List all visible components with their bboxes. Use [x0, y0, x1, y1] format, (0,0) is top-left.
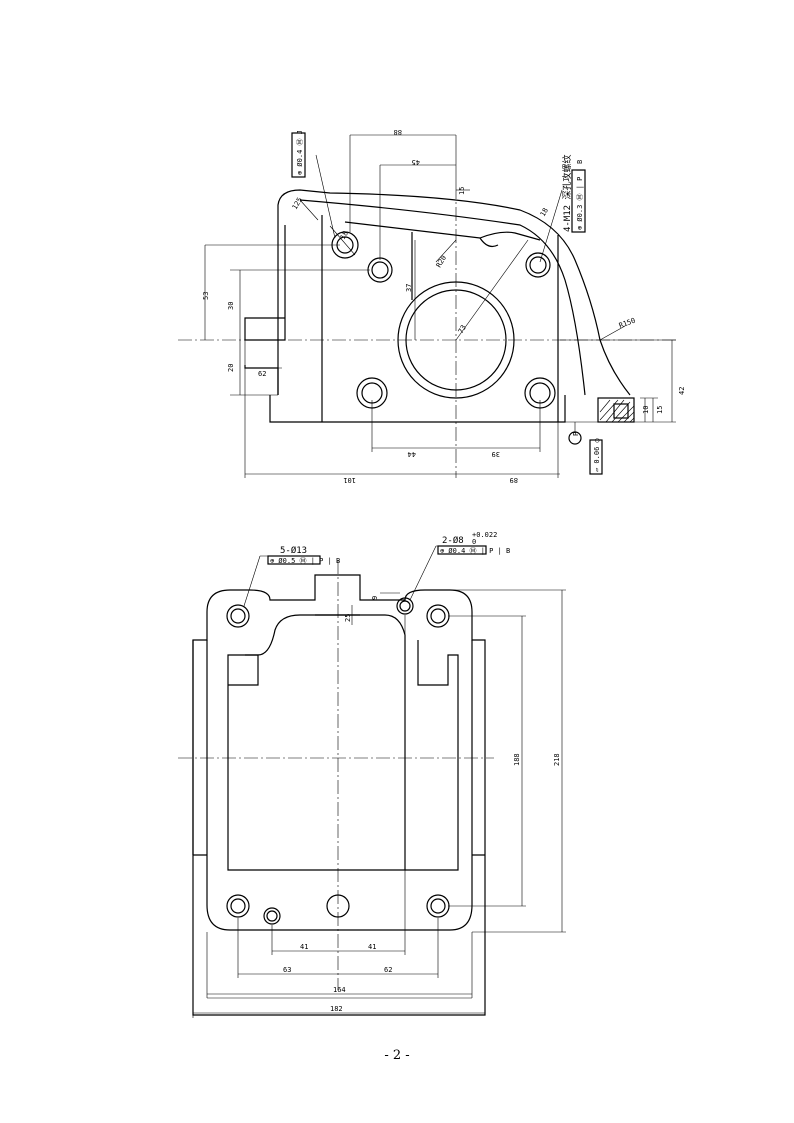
- web-curve-top: [344, 221, 541, 241]
- side-lines: [192, 640, 485, 856]
- dim-125: 125: [291, 196, 304, 211]
- dim-73: 73: [457, 324, 468, 335]
- dim-30: 30: [227, 302, 235, 310]
- hole-top-left: [226, 604, 250, 628]
- svg-text:P: P: [572, 432, 580, 436]
- inner-profile: [299, 199, 586, 396]
- hole-top-right: [426, 604, 450, 628]
- inner-window: [227, 614, 406, 871]
- callout-5-holes: 5-Ø13 ⊕ Ø0.5 Ⓜ | P | B: [267, 545, 340, 565]
- dim-188: 188: [513, 753, 521, 766]
- tolerance-frame-left: ⊕ Ø0.4 Ⓜ J: [291, 130, 306, 178]
- dim-R20: R20: [435, 254, 448, 269]
- bore-diameter-leader: [455, 239, 529, 341]
- dim-15-r: 15: [656, 406, 664, 414]
- dim-37: 37: [405, 284, 413, 292]
- window-notch-right: [405, 640, 459, 871]
- dimension-labels-view2: 9 25 188 218 41 41 63 62 164 182: [283, 596, 561, 1013]
- dim-18-hole: 18: [339, 230, 350, 241]
- base-outline: [269, 395, 566, 423]
- pin-hole-top: [396, 597, 414, 615]
- svg-text:⊕ Ø0.4 Ⓜ | P | B: ⊕ Ø0.4 Ⓜ | P | B: [440, 547, 510, 555]
- dim-20: 20: [227, 364, 235, 372]
- dim-62: 62: [384, 966, 392, 974]
- hole-bottom-left: [226, 894, 250, 918]
- dim-41-right: 41: [368, 943, 376, 951]
- dim-45: 45: [412, 158, 420, 166]
- dim-218: 218: [553, 753, 561, 766]
- svg-text:+0.022: +0.022: [472, 531, 497, 539]
- main-bore-inner: [405, 289, 507, 391]
- dim-39: 39: [492, 450, 500, 458]
- pin-hole-bottom: [263, 907, 281, 925]
- dim-R150: R150: [618, 317, 637, 330]
- dim-15-top: 15: [458, 187, 466, 195]
- dim-101: 101: [343, 476, 356, 484]
- svg-text:⊕ Ø0.5 Ⓜ | P | B: ⊕ Ø0.5 Ⓜ | P | B: [270, 557, 340, 565]
- outer-outline: [192, 574, 486, 1016]
- dim-18-r: 18: [539, 207, 550, 218]
- bolt-hole-upper-right: [525, 252, 551, 278]
- web-notch: [479, 237, 499, 248]
- front-view: 88 45 15 125 18 R20 18 53 30 37 73 R150 …: [178, 128, 686, 484]
- dim-62: 62: [258, 370, 266, 378]
- dimensions-view1: [204, 134, 676, 478]
- svg-text:▱ 0.06 ○: ▱ 0.06 ○: [593, 438, 601, 472]
- page-number: - 2 -: [384, 1048, 410, 1063]
- dim-42: 42: [678, 387, 686, 395]
- dim-88: 88: [394, 128, 402, 136]
- dim-53: 53: [202, 292, 210, 300]
- svg-text:0: 0: [472, 538, 476, 546]
- top-view: 9 25 188 218 41 41 63 62 164 182 5-Ø13 ⊕…: [178, 531, 566, 1018]
- dim-164: 164: [333, 986, 346, 994]
- svg-text:2-Ø8: 2-Ø8: [442, 535, 464, 546]
- dim-25: 25: [344, 614, 352, 622]
- dim-10: 10: [642, 406, 650, 414]
- callout-2-pins: 2-Ø8 +0.022 0 ⊕ Ø0.4 Ⓜ | P | B: [437, 531, 510, 555]
- left-boss-outline: [244, 225, 286, 341]
- flatness-frame: ▱ 0.06 ○: [589, 438, 603, 475]
- dim-89: 89: [510, 476, 518, 484]
- dim-63: 63: [283, 966, 291, 974]
- svg-text:⊕ Ø0.3 Ⓜ | P | B: ⊕ Ø0.3 Ⓜ | P | B: [576, 160, 584, 230]
- hole-bottom-mid: [326, 894, 350, 918]
- dim-182: 182: [330, 1005, 343, 1013]
- section-hatch: [597, 397, 635, 423]
- svg-text:⊕ Ø0.4 Ⓜ J: ⊕ Ø0.4 Ⓜ J: [296, 130, 304, 175]
- bolt-hole-upper-mid: [367, 257, 393, 283]
- datum-p: P: [568, 431, 582, 445]
- window-notch-left: [228, 654, 259, 686]
- dim-9: 9: [371, 596, 379, 600]
- flange-outline: [206, 640, 473, 931]
- svg-text:4-M12 深孔攻螺纹: 4-M12 深孔攻螺纹: [561, 154, 573, 232]
- dimension-labels-view1: 88 45 15 125 18 R20 18 53 30 37 73 R150 …: [202, 128, 686, 484]
- dim-44: 44: [408, 450, 416, 458]
- hole-bottom-right: [426, 894, 450, 918]
- dim-41-left: 41: [300, 943, 308, 951]
- holes-note-right: 4-M12 深孔攻螺纹 ⊕ Ø0.3 Ⓜ | P | B: [561, 154, 586, 233]
- main-bore-outer: [397, 281, 515, 399]
- svg-text:5-Ø13: 5-Ø13: [280, 545, 307, 556]
